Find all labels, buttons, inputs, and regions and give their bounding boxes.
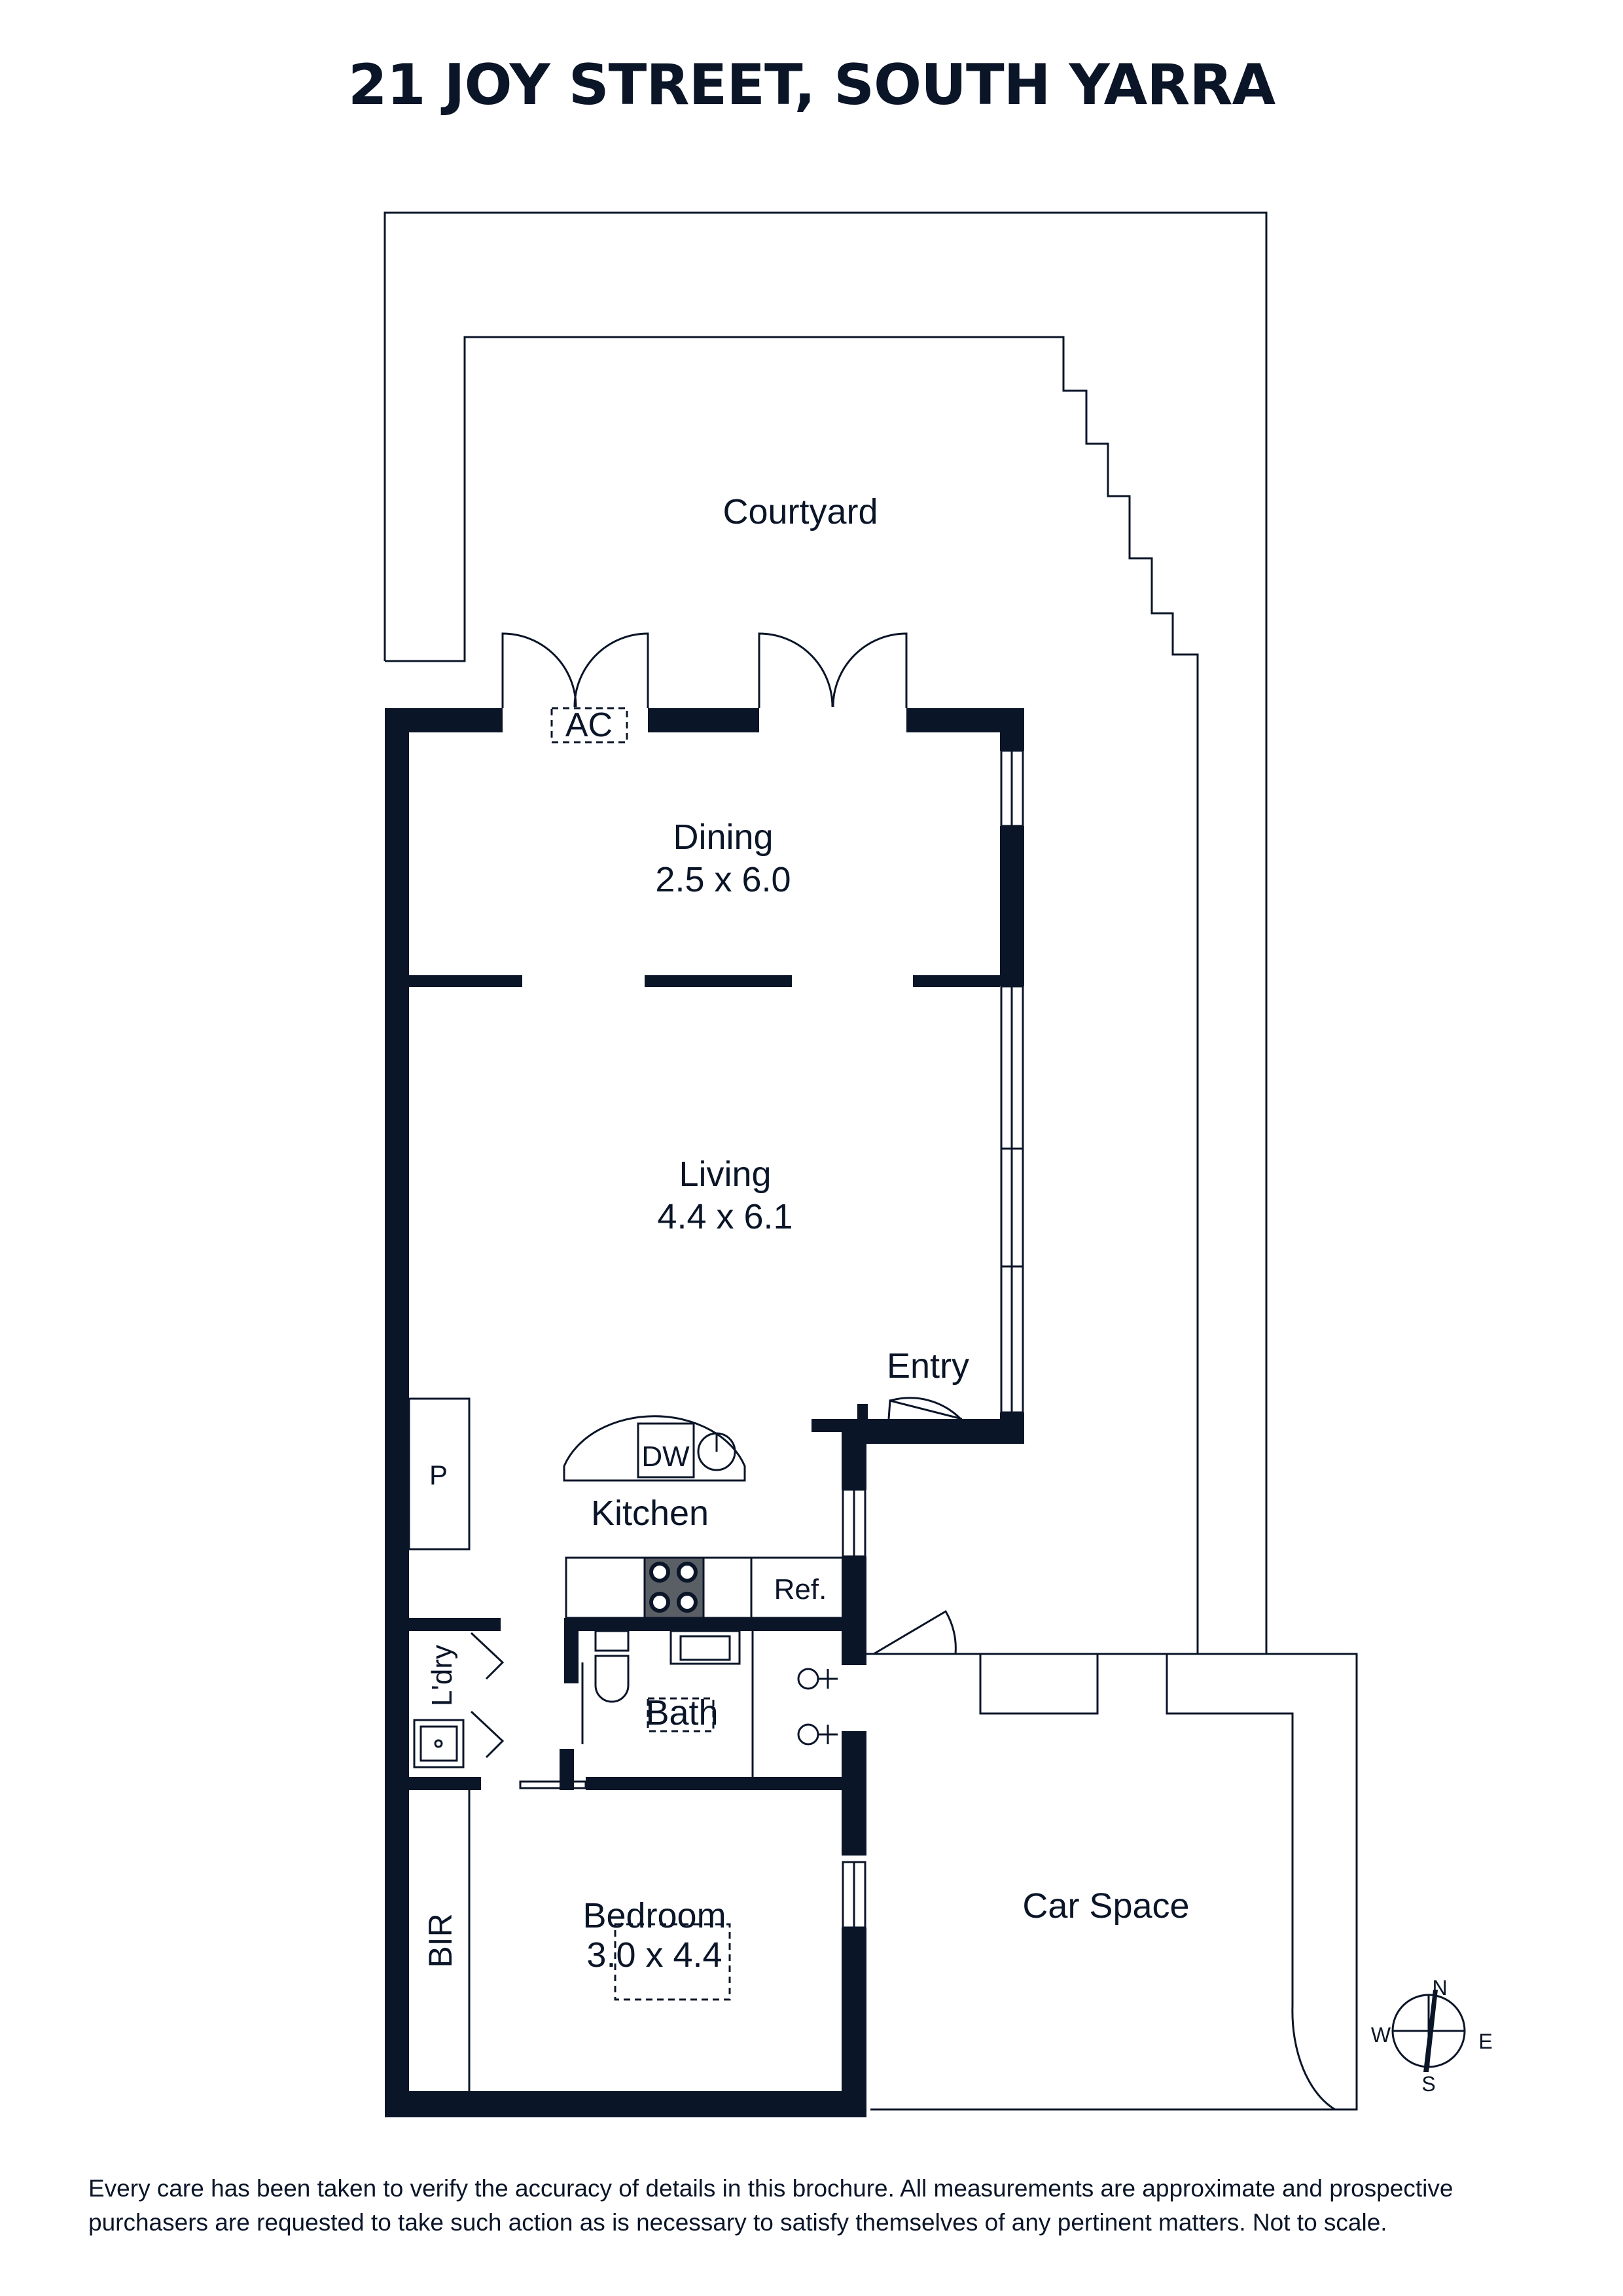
french-doors (501, 632, 908, 708)
dining-size: 2.5 x 6.0 (655, 860, 791, 899)
exterior-walls (385, 708, 1024, 2117)
courtyard-label: Courtyard (722, 492, 878, 531)
compass-needle (1423, 1990, 1438, 2072)
dining-living-divider (409, 975, 1000, 987)
cooktop (643, 1556, 705, 1619)
car-space-features (979, 1654, 1336, 2111)
ref-label: Ref. (774, 1573, 827, 1605)
bedroom-size: 3.0 x 4.4 (586, 1935, 722, 1975)
laundry-doors[interactable] (470, 1632, 505, 1759)
entry-label: Entry (887, 1346, 969, 1386)
bedroom-light-fixture (614, 1923, 731, 2001)
pantry-label: P (429, 1460, 448, 1490)
car-space-label: Car Space (1022, 1886, 1189, 1926)
disclaimer-text: Every care has been taken to verify the … (88, 2175, 1454, 2236)
laundry-label: L'dry (426, 1645, 458, 1706)
compass-east: E (1478, 2030, 1492, 2053)
page-title: 21 JOY STREET, SOUTH YARRA (348, 52, 1275, 118)
kitchen-label: Kitchen (591, 1494, 709, 1533)
entry-door[interactable] (887, 1397, 963, 1420)
ac-unit (550, 707, 628, 744)
interior-thin-lines (468, 1631, 754, 2091)
courtyard-outline (385, 336, 1199, 1654)
entry-door-frame (857, 1404, 868, 1430)
compass-south: S (1421, 2072, 1435, 2096)
living-label: Living (679, 1155, 771, 1194)
dishwasher-label: DW (641, 1441, 690, 1473)
site-boundary (383, 211, 1358, 2111)
living-size: 4.4 x 6.1 (657, 1197, 793, 1236)
bedroom-label: Bedroom (582, 1896, 726, 1935)
bath-label: Bath (645, 1693, 718, 1732)
ac-label: AC (565, 706, 613, 744)
windows (842, 749, 1024, 1929)
bir-label: BIR (422, 1913, 459, 1967)
compass-west: W (1371, 2023, 1391, 2047)
laundry-tub (413, 1719, 465, 1768)
compass-north: N (1432, 1976, 1447, 2000)
interior-walls (409, 1618, 842, 1790)
bath-fixtures (594, 1630, 838, 1746)
dining-label: Dining (673, 817, 773, 857)
car-space-door[interactable] (866, 1609, 957, 1655)
